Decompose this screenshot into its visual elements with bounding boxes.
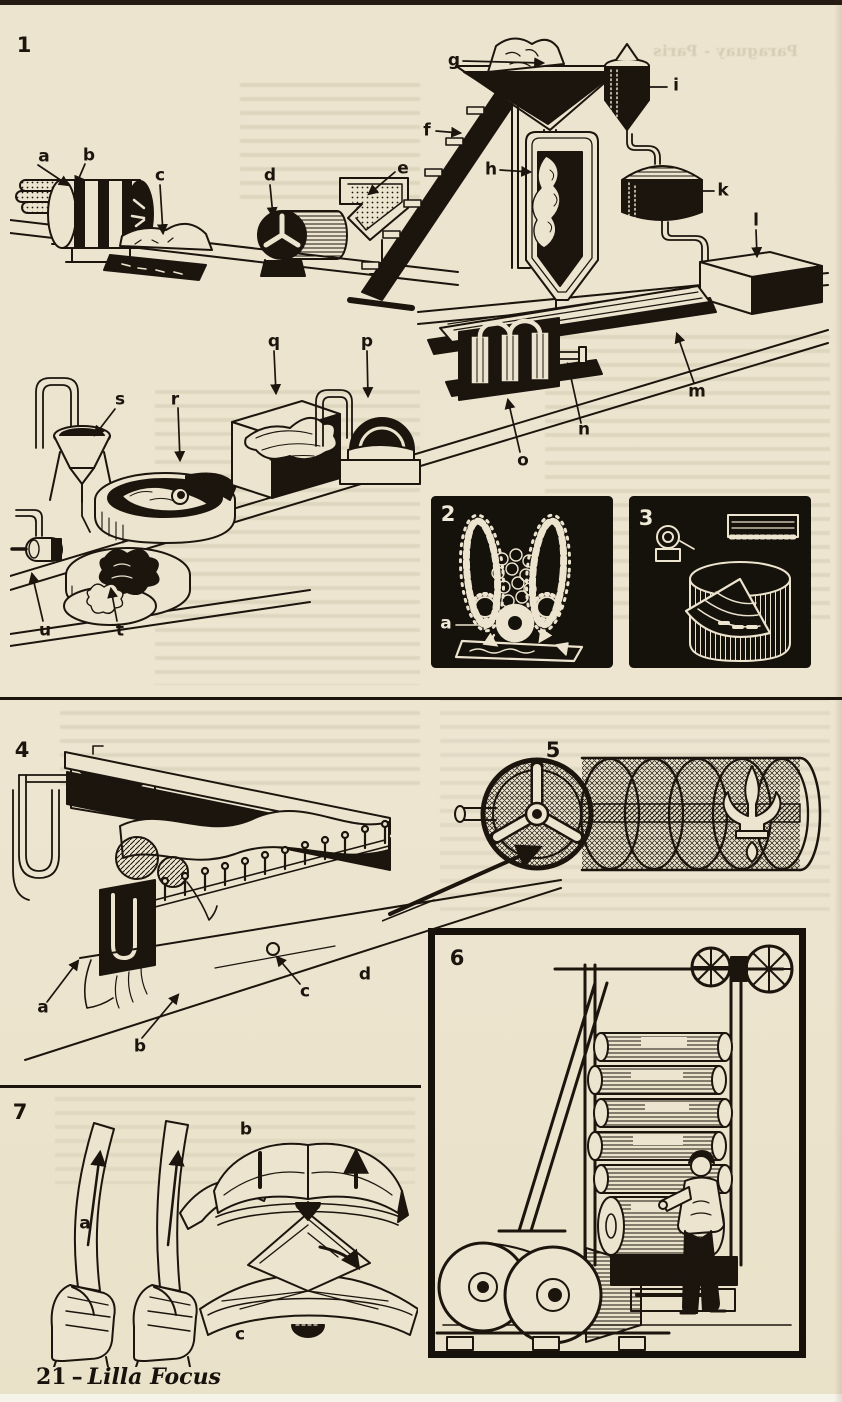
section-divider-1: [0, 697, 842, 700]
hand-with-sheet-1: [50, 1122, 116, 1367]
fig1-label-k: k: [717, 180, 729, 201]
fig1-label-q: q: [267, 331, 281, 352]
fig6-calender-illustration: [435, 944, 794, 1351]
sprocket-right: [532, 592, 562, 622]
screen-drum: [257, 210, 348, 277]
fig1-label-u: u: [38, 620, 52, 641]
fig1-label-i: i: [673, 75, 679, 96]
wire-and-web: [24, 879, 562, 1061]
fig1-label-d: d: [263, 165, 277, 186]
open-book-c: [199, 1201, 418, 1338]
fig1-label-a: a: [38, 146, 50, 167]
water-tray: [454, 639, 584, 663]
beater: [94, 472, 237, 544]
fig7-folding-illustration: [50, 1120, 418, 1367]
fig6-number: 6: [449, 946, 465, 970]
fig1-label-n: n: [577, 419, 591, 440]
fleur-de-lis-watermark: [722, 765, 782, 863]
fig2-label-a: a: [440, 613, 452, 634]
book-title: Lilla Focus: [87, 1364, 221, 1390]
pulp-web: [119, 810, 390, 861]
worker: [658, 1150, 727, 1315]
chip-conveyor: [103, 223, 213, 281]
scan-edge-right: [834, 0, 842, 1402]
mixing-vat: [63, 501, 191, 626]
stock-funnel: [35, 377, 115, 503]
feed-pipes: [12, 774, 76, 901]
couch-rolls: [115, 836, 218, 921]
fig1-label-h: h: [484, 159, 498, 180]
fig1-label-f: f: [423, 120, 431, 141]
bale-box: [699, 251, 823, 315]
fig4-paper-machine-illustration: [12, 745, 562, 1061]
fig1-label-o: o: [517, 450, 529, 471]
fig7-number: 7: [12, 1100, 28, 1124]
paper-rolls: [437, 1241, 642, 1345]
fig1-label-c: c: [154, 165, 166, 186]
section-divider-2: [0, 1085, 421, 1088]
motor: [655, 525, 695, 562]
fig2-grinder-inset-illustration: [431, 496, 613, 668]
fig4-label-b: b: [133, 1036, 147, 1057]
chip-chute: [339, 177, 409, 275]
fig1-label-l: l: [753, 210, 759, 231]
footer-separator: –: [71, 1364, 83, 1390]
fig4-number: 4: [14, 738, 30, 762]
pump: [10, 509, 63, 562]
page-footer: 21–Lilla Focus: [36, 1364, 221, 1390]
fig4-label-a: a: [37, 997, 49, 1018]
fig5-dandy-roll-illustration: [454, 756, 822, 872]
fig4-label-c: c: [299, 981, 311, 1002]
drive-wheels: [553, 944, 794, 994]
fig6-frame: [428, 928, 806, 1358]
fig1-label-p: p: [360, 331, 374, 352]
fig1-label-r: r: [170, 389, 180, 410]
roller-stack: [587, 1032, 733, 1194]
fig4-label-d: d: [358, 964, 372, 985]
storage-tank: [621, 165, 709, 263]
wet-end: [83, 879, 156, 1009]
fig1-label-e: e: [397, 158, 409, 179]
open-book-b: [213, 1144, 409, 1226]
fig3-number: 3: [638, 506, 654, 530]
fig7-label-b: b: [239, 1119, 253, 1140]
toothed-bar: [727, 514, 799, 540]
fig3-refiner-inset-illustration: [629, 496, 811, 668]
fig7-label-c: c: [234, 1324, 246, 1345]
scan-edge-top: [0, 0, 842, 5]
funnel: [455, 37, 625, 143]
fig5-number: 5: [545, 738, 561, 762]
fig1-label-s: s: [114, 389, 126, 410]
fig1-number: 1: [16, 33, 32, 57]
fig2-number: 2: [440, 502, 456, 526]
end-wheel: [480, 757, 594, 871]
washer-unit: [445, 317, 603, 401]
page-number: 21: [36, 1364, 67, 1390]
refiner: [315, 389, 421, 485]
fig1-pulp-line-illustration: [10, 37, 829, 647]
fig1-label-t: t: [115, 620, 125, 641]
digester-tower: [511, 95, 599, 317]
grindstone: [482, 603, 553, 647]
knife-drum: [684, 561, 791, 662]
fig1-label-m: m: [688, 381, 706, 402]
fig1-label-g: g: [447, 50, 461, 71]
debarking-drum: [47, 179, 154, 263]
scan-edge-bottom: [0, 1394, 842, 1402]
fig1-label-b: b: [82, 145, 96, 166]
fig7-label-a: a: [79, 1213, 91, 1234]
pallet: [435, 1331, 671, 1351]
